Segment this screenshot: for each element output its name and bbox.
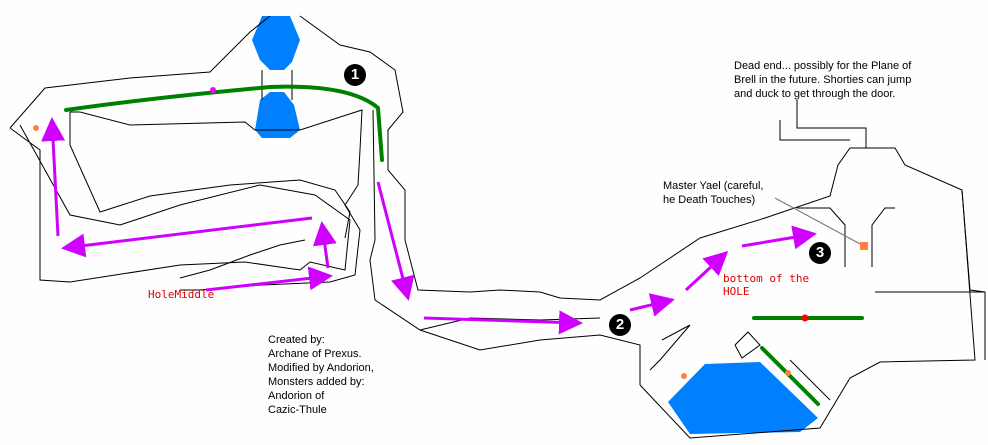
water-bottom-lake (668, 362, 818, 434)
magenta-point (210, 87, 216, 93)
bottom-of-hole-label: bottom of the HOLE (723, 272, 810, 298)
monsters (33, 125, 868, 379)
hole-middle-label: HoleMiddle (148, 288, 215, 301)
water-top (252, 16, 300, 138)
yael-pointer-line (774, 197, 863, 246)
master-yael-note: Master Yael (careful, he Death Touches) (663, 180, 764, 206)
path-arrows (41, 117, 817, 335)
credits: Created by: Archane of Prexus. Modified … (268, 334, 374, 416)
red-point (801, 314, 809, 322)
marker-3: 3 (809, 242, 831, 264)
marker-1: 1 (344, 64, 366, 86)
marker-2: 2 (609, 314, 631, 336)
dead-end-note: Dead end... possibly for the Plane of Br… (734, 60, 912, 100)
walls (9, 15, 986, 439)
